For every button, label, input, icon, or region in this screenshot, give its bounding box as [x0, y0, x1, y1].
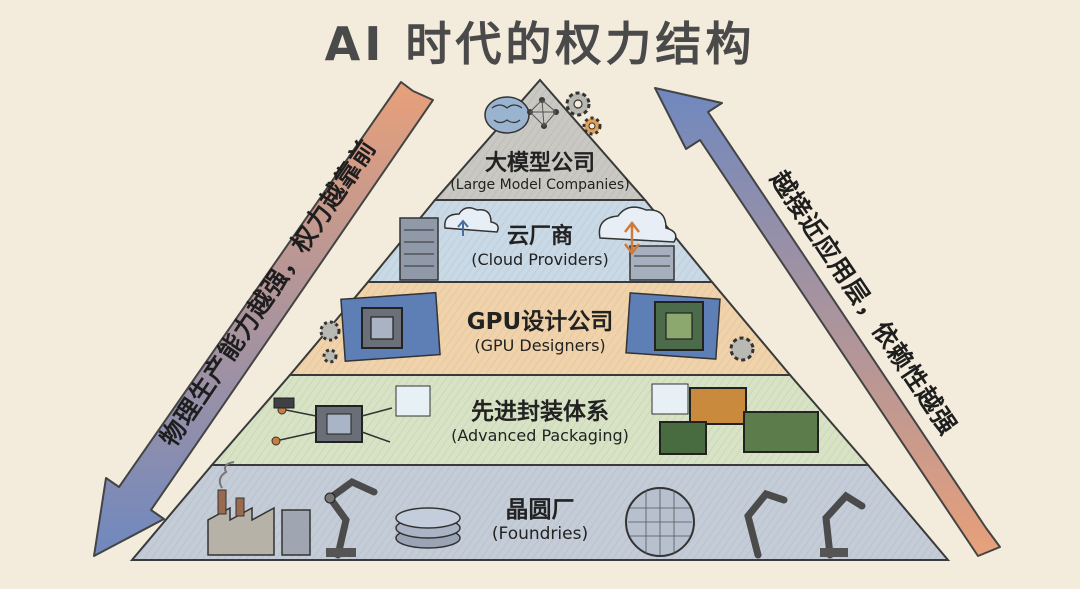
tier-subtitle: (Cloud Providers)	[471, 250, 609, 269]
left-arrow	[93, 81, 434, 557]
tier-title: 晶圆厂	[505, 497, 575, 523]
tier-title: 云厂商	[506, 224, 573, 249]
cloud-upload-icon	[444, 206, 677, 256]
tier-label-foundry: 晶圆厂 (Foundries)	[440, 490, 640, 544]
gear-icon	[565, 91, 602, 136]
tier-subtitle: (Large Model Companies)	[450, 177, 630, 193]
page-title: AI 时代的权力结构	[324, 17, 756, 71]
wafer-icon	[395, 487, 695, 557]
tier-label-large-model: 大模型公司 (Large Model Companies)	[420, 145, 660, 193]
factory-icon	[207, 461, 311, 556]
brain-network-icon	[484, 96, 559, 134]
tier-title: 先进封装体系	[471, 399, 609, 425]
tier-subtitle: (Advanced Packaging)	[451, 426, 629, 445]
right-arrow	[654, 87, 1001, 557]
tier-title: 大模型公司	[484, 151, 595, 176]
server-rack-icon	[399, 217, 675, 281]
tier-label-cloud: 云厂商 (Cloud Providers)	[430, 218, 650, 269]
robot-arm-icon	[324, 477, 866, 559]
tier-label-gpu: GPU设计公司 (GPU Designers)	[430, 302, 650, 355]
blueprint-chip-icon	[319, 291, 441, 364]
tier-subtitle: (Foundries)	[491, 524, 589, 544]
circuit-chip-icon	[625, 292, 755, 362]
tier-title: GPU设计公司	[466, 309, 614, 335]
circuit-board-icon	[271, 383, 819, 455]
tier-label-packaging: 先进封装体系 (Advanced Packaging)	[420, 392, 660, 445]
tier-subtitle: (GPU Designers)	[474, 336, 606, 355]
